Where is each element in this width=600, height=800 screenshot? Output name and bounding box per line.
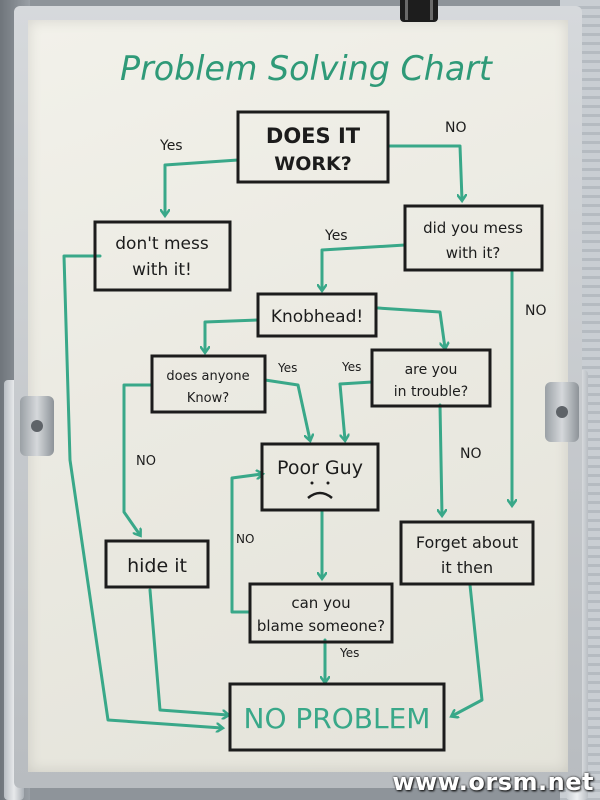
node-box <box>256 292 378 338</box>
watermark: www.orsm.net <box>392 768 594 796</box>
bracket-knob-left <box>31 420 43 432</box>
arrow-dont-mess-no-problem <box>62 254 222 728</box>
node-does-anyone-know: does anyone Know? <box>150 354 267 414</box>
node-box <box>403 204 544 272</box>
node-box <box>248 582 394 644</box>
label-yes-5: Yes <box>339 646 359 660</box>
node-text-line-2: in trouble? <box>394 384 468 400</box>
node-text-line-2: it then <box>441 558 493 577</box>
arrows <box>62 144 512 728</box>
node-are-you-in-trouble: are you in trouble? <box>370 348 492 408</box>
node-text-line-1: don't mess <box>115 234 209 254</box>
node-text-line-1: does anyone <box>166 369 249 384</box>
node-no-problem: NO PROBLEM <box>228 682 446 752</box>
node-text-line-2: Know? <box>187 391 229 406</box>
node-hide-it: hide it <box>104 539 210 589</box>
node-text-line-1: did you mess <box>423 219 523 237</box>
label-yes-3: Yes <box>277 361 297 375</box>
edge-labels: Yes NO Yes NO Yes Yes NO NO NO Yes <box>136 120 547 660</box>
bracket-left <box>20 396 54 456</box>
node-text-line-1: Forget about <box>416 533 518 552</box>
node-does-it-work: DOES IT WORK? <box>236 110 390 184</box>
node-box <box>399 520 535 586</box>
bracket-right <box>545 382 579 442</box>
node-box <box>370 348 492 408</box>
arrow-no-trouble-forget <box>440 403 442 515</box>
node-box <box>104 539 210 589</box>
node-did-you-mess: did you mess with it? <box>403 204 544 272</box>
arrow-no-did-you-mess <box>388 144 462 200</box>
node-box <box>150 354 267 414</box>
node-poor-guy: Poor Guy <box>260 442 380 512</box>
label-yes-4: Yes <box>341 360 361 374</box>
node-blame-someone: can you blame someone? <box>248 582 394 644</box>
label-no-4: NO <box>460 446 482 462</box>
arrow-knobhead-anyone <box>205 318 260 352</box>
arrow-yes-trouble-poorguy <box>338 380 374 440</box>
label-no-1: NO <box>445 120 467 136</box>
clip-arm-right <box>430 0 433 20</box>
label-yes-1: Yes <box>159 138 183 154</box>
node-text-line-2: with it! <box>132 260 192 280</box>
node-text-line-1: can you <box>291 594 350 612</box>
node-text: Knobhead! <box>271 307 363 327</box>
sad-face-eye-left <box>310 481 314 485</box>
arrow-no-blame-poorguy <box>230 474 262 614</box>
node-knobhead: Knobhead! <box>256 292 378 338</box>
arrow-yes-dont-mess <box>165 158 240 215</box>
sad-face-icon <box>307 491 333 499</box>
arrow-yes-anyone-poorguy <box>263 378 310 440</box>
node-dont-mess: don't mess with it! <box>93 220 232 292</box>
label-no-5: NO <box>236 532 254 546</box>
clip-arm-left <box>405 0 408 20</box>
arrow-yes-knobhead <box>322 243 407 290</box>
node-text-line-2: blame someone? <box>257 617 385 635</box>
arrow-hide-noproblem <box>148 588 228 715</box>
node-box <box>236 110 390 184</box>
node-text-line-2: WORK? <box>274 153 351 175</box>
node-text-line-1: DOES IT <box>266 124 361 148</box>
label-yes-2: Yes <box>324 228 348 244</box>
bracket-knob-right <box>556 406 568 418</box>
node-forget-about: Forget about it then <box>399 520 535 586</box>
node-text-line-2: with it? <box>446 244 501 262</box>
label-no-3: NO <box>136 454 156 469</box>
whiteboard-surface <box>28 20 568 772</box>
node-box <box>228 682 446 752</box>
arrow-forget-noproblem <box>452 583 484 716</box>
node-text-line-1: are you <box>405 362 458 378</box>
sad-face-eye-right <box>326 481 330 485</box>
node-text: Poor Guy <box>277 457 363 479</box>
node-box <box>260 442 380 512</box>
arrow-knobhead-trouble <box>376 306 445 348</box>
arrow-no-hide <box>122 383 154 535</box>
node-box <box>93 220 232 292</box>
paper-clip-icon <box>400 0 438 22</box>
chart-title: Problem Solving Chart <box>120 49 494 89</box>
label-no-2: NO <box>525 303 547 319</box>
node-text: hide it <box>127 555 187 577</box>
node-text: NO PROBLEM <box>244 702 431 735</box>
